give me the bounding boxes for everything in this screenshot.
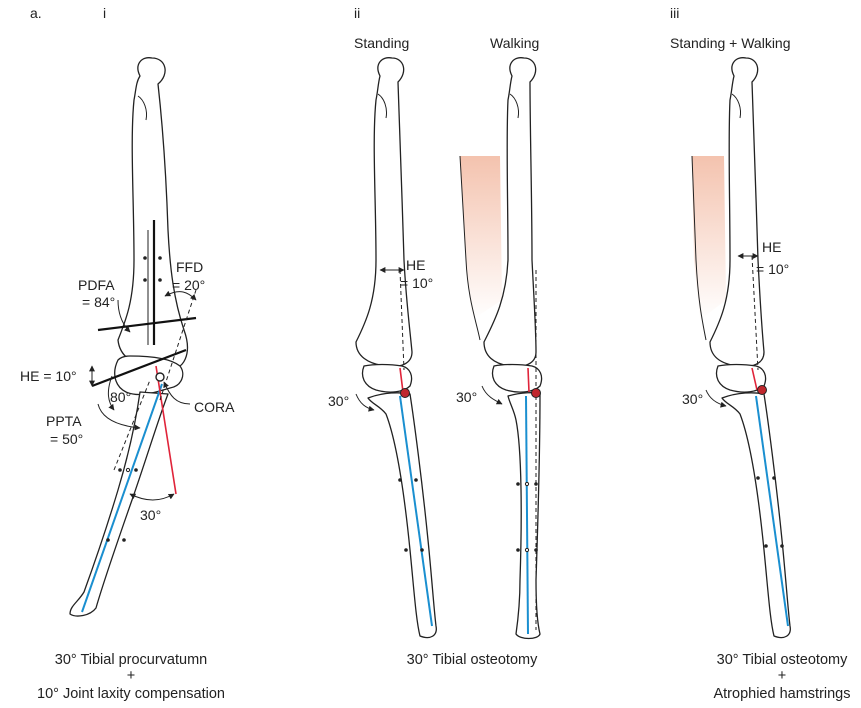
hamstring-muscle: [460, 156, 502, 320]
osteotomy-arc: [355, 393, 375, 412]
panel-a: a. i: [20, 5, 235, 702]
walking-tibial-axis: [525, 395, 529, 635]
cora-label: CORA: [194, 399, 235, 415]
cora-marker: [757, 385, 767, 395]
cora-marker: [155, 372, 165, 382]
distal-femoral-joint-line: [97, 316, 197, 332]
walking-cora-marker: [531, 388, 541, 398]
angle-80-arc: [107, 375, 115, 411]
standing-leg: [355, 57, 437, 639]
he-value: = 10°: [756, 261, 789, 277]
ffd-dashed-line: [159, 289, 197, 401]
cora-pointer: [163, 381, 191, 405]
standing-tibial-axis: [399, 395, 433, 627]
standing-angle-label: 30°: [328, 393, 349, 409]
tibial-axis: [755, 395, 789, 627]
red-reference-axis: [155, 365, 177, 495]
he-label: HE: [762, 239, 781, 255]
ffd-value: = 20°: [172, 277, 205, 293]
panel-ii: ii Standing Walking HE = 10° 30°: [328, 5, 543, 668]
caption: 30° Tibial osteotomy: [407, 652, 538, 668]
panel-iii: iii Standing + Walking HE = 10° 30° 30° …: [670, 5, 851, 702]
standing-walking-title: Standing + Walking: [670, 35, 791, 51]
femur-axis-markers: [143, 256, 162, 282]
walking-red-axis: [527, 367, 530, 393]
walking-leg: [459, 57, 543, 640]
red-axis: [751, 367, 758, 391]
ppta-arc: [97, 403, 141, 431]
he-value: = 10°: [400, 275, 433, 291]
angle-label: 30°: [682, 391, 703, 407]
proximal-tibial-joint-line: [91, 348, 187, 388]
walking-angle-label: 30°: [456, 389, 477, 405]
caption-plus: +: [778, 668, 786, 684]
he-label: HE = 10°: [20, 368, 77, 384]
panel-numeral: iii: [670, 5, 679, 21]
panel-numeral: ii: [354, 5, 360, 21]
standing-dashed-line: [399, 269, 405, 371]
caption-line1: 30° Tibial osteotomy: [717, 652, 848, 668]
pdfa-arc: [117, 299, 131, 333]
ppta-value: = 50°: [50, 431, 83, 447]
pdfa-label: PDFA: [78, 277, 115, 293]
panel-numeral: i: [103, 5, 106, 21]
tibial-axis-blue: [81, 383, 163, 613]
pdfa-value: = 84°: [82, 294, 115, 310]
angle-80-label: 80°: [110, 389, 131, 405]
standing-title: Standing: [354, 35, 409, 51]
angle-30-arc: [129, 493, 175, 501]
combined-leg: [691, 57, 791, 639]
caption-line2: 10° Joint laxity compensation: [37, 686, 225, 702]
osteotomy-arc: [481, 385, 503, 405]
caption-line2: Atrophied hamstrings: [713, 686, 850, 702]
tibia-dashed-line: [113, 379, 151, 471]
angle-30-label: 30°: [140, 507, 161, 523]
ppta-label: PPTA: [46, 413, 82, 429]
ffd-label: FFD: [176, 259, 203, 275]
ffd-arc: [164, 290, 197, 301]
he-label: HE: [406, 257, 425, 273]
atrophied-hamstring: [692, 156, 726, 320]
panel-letter: a.: [30, 5, 42, 21]
caption-plus: +: [127, 668, 135, 684]
dashed-line: [751, 255, 759, 371]
tibia-axis-markers: [106, 467, 138, 542]
standing-red-axis: [399, 367, 404, 393]
standing-cora-marker: [400, 388, 410, 398]
walking-title: Walking: [490, 35, 539, 51]
osteotomy-arc: [705, 389, 727, 408]
caption-line1: 30° Tibial procurvatumn: [55, 652, 207, 668]
